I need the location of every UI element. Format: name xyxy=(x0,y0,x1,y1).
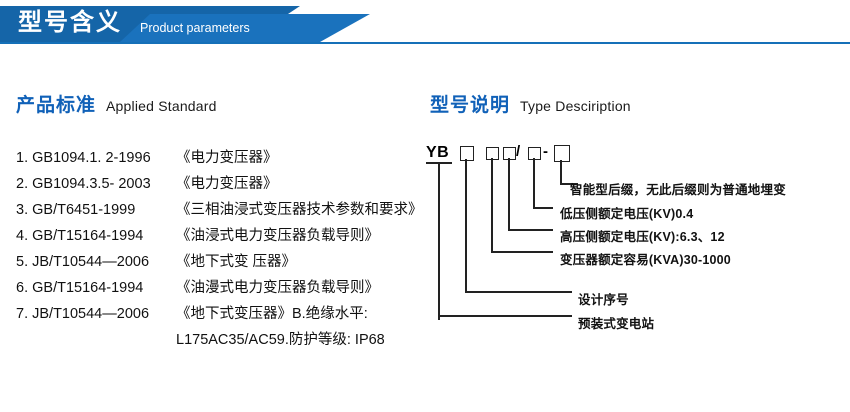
standard-name: 《三相油浸式变压器技术参数和要求》 xyxy=(176,202,423,218)
type-code-diagram: YB / - xyxy=(424,140,844,340)
section-heading-type-description: 型号说明 Type Desciription xyxy=(430,90,631,117)
standard-row: L175AC35/AC59.防护等级: IP68 xyxy=(16,328,426,354)
standard-row: 4. GB/T15164-1994 《油浸式电力变压器负载导则》 xyxy=(16,224,426,250)
section-heading-right-cn: 型号说明 xyxy=(430,95,511,116)
leader-h-design-no xyxy=(465,291,572,293)
standard-row: 3. GB/T6451-1999 《三相油浸式变压器技术参数和要求》 xyxy=(16,198,426,224)
leader-h-hv xyxy=(508,229,553,231)
banner-divider xyxy=(0,42,850,44)
standard-row: 7. JB/T10544—2006 《地下式变压器》B.绝缘水平: xyxy=(16,302,426,328)
annotation-design-number: 设计序号 xyxy=(578,293,629,307)
leader-h-lv xyxy=(533,207,553,209)
standard-code: 7. JB/T10544—2006 xyxy=(16,306,150,322)
standard-name: 《电力变压器》 xyxy=(176,150,278,166)
standard-code: 2. GB1094.3.5- 2003 xyxy=(16,176,151,192)
standard-code: 6. GB/T15164-1994 xyxy=(16,280,144,296)
annotation-hv-voltage: 高压侧额定电压(KV):6.3、12 xyxy=(560,230,725,244)
applied-standard-list: 1. GB1094.1. 2-1996《电力变压器》2. GB1094.3.5-… xyxy=(16,146,426,354)
standard-name: L175AC35/AC59.防护等级: IP68 xyxy=(176,332,385,348)
standard-row: 5. JB/T10544—2006 《地下式变 压器》 xyxy=(16,250,426,276)
leader-h-suffix xyxy=(560,183,578,185)
standard-code: 3. GB/T6451-1999 xyxy=(16,202,136,218)
leader-v-lv xyxy=(533,158,535,208)
page-header-banner: 型号含义 Product parameters xyxy=(0,0,850,46)
leader-v-capacity xyxy=(491,158,493,252)
annotation-lv-voltage: 低压侧额定电压(KV)0.4 xyxy=(560,207,694,221)
section-heading-left-cn: 产品标准 xyxy=(16,95,97,116)
standard-name: 《地下式变压器》B.绝缘水平: xyxy=(176,306,368,322)
standard-name: 《油浸式电力变压器负载导则》 xyxy=(176,228,379,244)
standard-name: 《油漫式电力变压器负载导则》 xyxy=(176,280,379,296)
type-code-prefix: YB xyxy=(426,144,450,161)
leader-v-hv xyxy=(508,158,510,230)
leader-v-suffix xyxy=(560,160,562,184)
code-dash: - xyxy=(543,143,548,160)
standard-name: 《电力变压器》 xyxy=(176,176,278,192)
section-heading-applied-standard: 产品标准 Applied Standard xyxy=(16,90,217,117)
standard-code: 4. GB/T15164-1994 xyxy=(16,228,144,244)
section-heading-left-en: Applied Standard xyxy=(106,98,217,114)
annotation-smart-suffix: 智能型后缀，无此后缀则为普通地埋变 xyxy=(570,183,786,197)
leader-v-design-no xyxy=(465,159,467,293)
code-box-1 xyxy=(460,146,474,161)
standard-row: 6. GB/T15164-1994 《油漫式电力变压器负载导则》 xyxy=(16,276,426,302)
leader-h-substation xyxy=(438,315,572,317)
standard-code: 5. JB/T10544—2006 xyxy=(16,254,150,270)
code-slash: / xyxy=(516,143,521,160)
code-box-5 xyxy=(554,145,570,162)
standard-row: 1. GB1094.1. 2-1996 《电力变压器》 xyxy=(16,146,426,172)
banner-title: 型号含义 xyxy=(18,9,122,36)
leader-h-capacity xyxy=(491,251,553,253)
standard-code: 1. GB1094.1. 2-1996 xyxy=(16,150,151,166)
standard-name: 《地下式变 压器》 xyxy=(176,254,297,270)
section-heading-right-en: Type Desciription xyxy=(520,98,631,114)
annotation-capacity: 变压器额定容易(KVA)30-1000 xyxy=(560,253,731,267)
banner-subtitle: Product parameters xyxy=(140,21,250,35)
annotation-substation: 预装式变电站 xyxy=(578,317,655,331)
standard-row: 2. GB1094.3.5- 2003 《电力变压器》 xyxy=(16,172,426,198)
leader-v-substation xyxy=(438,162,440,320)
